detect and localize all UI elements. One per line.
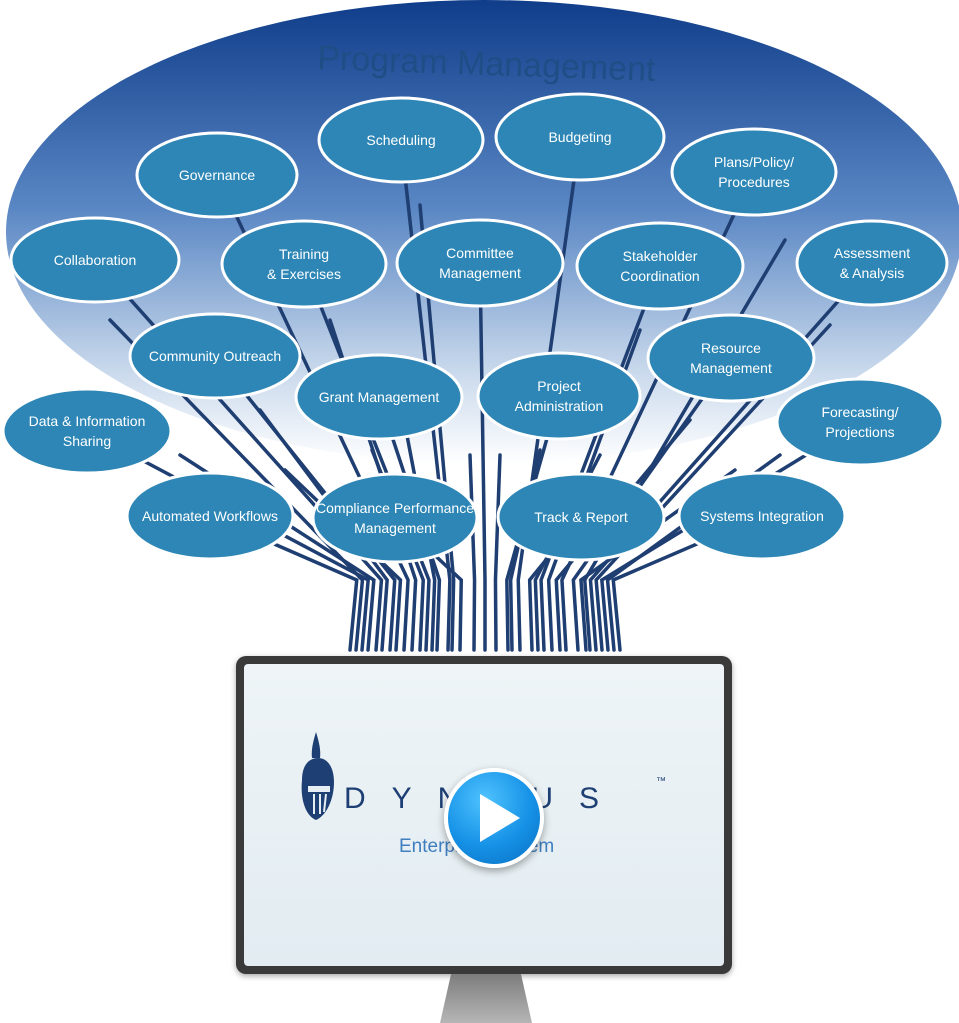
node-ellipse [9, 216, 181, 304]
node-label: Plans/Policy/ [714, 154, 794, 170]
node-label: Track & Report [534, 509, 628, 525]
connector-line [215, 173, 410, 652]
node-label: Management [690, 360, 772, 376]
node-label: Automated Workflows [142, 508, 278, 524]
node-label: Sharing [63, 433, 111, 449]
node-grant-management: Grant Management [294, 353, 464, 441]
monitor: DYNEUS ™ Enterprise System [236, 656, 732, 974]
node-label: Training [279, 246, 329, 262]
node-label: Scheduling [366, 132, 435, 148]
node-label: Projections [825, 424, 894, 440]
connector-line [213, 354, 397, 652]
connector-line [478, 261, 487, 652]
node-track-report: Track & Report [496, 472, 666, 562]
node-ellipse [311, 472, 479, 564]
node-ellipse [575, 221, 745, 311]
node-training-exercises: Training & Exercises [220, 219, 388, 309]
node-label: Project [537, 378, 581, 394]
play-icon [480, 794, 520, 842]
node-label: Governance [179, 167, 255, 183]
node-ellipse [670, 127, 838, 217]
node-label: Budgeting [548, 129, 611, 145]
node-label: Resource [701, 340, 761, 356]
node-label: Community Outreach [149, 348, 281, 364]
node-label: Grant Management [319, 389, 440, 405]
spartan-helmet-logo-icon [301, 732, 334, 820]
node-label: Assessment [834, 245, 910, 261]
node-ellipse [1, 387, 173, 475]
connector-line [418, 203, 456, 652]
node-label: Procedures [718, 174, 790, 190]
node-assessment-analysis: Assessment & Analysis [795, 219, 949, 307]
node-ellipse [646, 313, 816, 403]
node-collaboration: Collaboration [9, 216, 181, 304]
monitor-stand [440, 974, 532, 1023]
node-ellipse [294, 353, 464, 441]
node-label: Collaboration [54, 252, 137, 268]
node-systems-integration: Systems Integration [677, 471, 847, 561]
node-ellipse [476, 351, 642, 441]
node-ellipse [395, 218, 565, 308]
node-ellipse [795, 219, 949, 307]
node-label: & Exercises [267, 266, 341, 282]
node-label: Committee [446, 245, 514, 261]
monitor-screen: DYNEUS ™ Enterprise System [244, 664, 724, 966]
node-scheduling: Scheduling [317, 96, 485, 184]
node-label: Coordination [620, 268, 699, 284]
node-label: Management [354, 520, 436, 536]
play-button[interactable] [444, 768, 544, 868]
node-ellipse [496, 472, 666, 562]
connector-line [560, 170, 756, 652]
node-label: Systems Integration [700, 508, 824, 524]
node-label: & Analysis [840, 265, 905, 281]
node-label: Forecasting/ [821, 404, 898, 420]
connector-line [108, 318, 365, 652]
connector-line [571, 356, 733, 652]
connector-line [516, 135, 582, 652]
node-ellipse [135, 131, 299, 219]
node-label: Administration [515, 398, 604, 414]
connector-line [468, 453, 477, 652]
node-forecasting-projections: Forecasting/Projections [775, 377, 945, 467]
node-ellipse [220, 219, 388, 309]
connector-line [377, 395, 442, 652]
node-ellipse [775, 377, 945, 467]
node-ellipse [128, 312, 302, 400]
node-label: Data & Information [29, 413, 146, 429]
node-ellipse [317, 96, 485, 184]
connector-line [554, 418, 692, 652]
brand-trademark: ™ [656, 776, 666, 787]
node-community-outreach: Community Outreach [128, 312, 302, 400]
connector-line [505, 394, 561, 652]
node-label: Management [439, 265, 521, 281]
node-label: Compliance Performance [316, 500, 474, 516]
node-budgeting: Budgeting [494, 92, 666, 182]
connector-line [594, 323, 832, 652]
node-automated-workflows: Automated Workflows [125, 471, 295, 561]
node-plans-policy-procedures: Plans/Policy/Procedures [670, 127, 838, 217]
node-governance: Governance [135, 131, 299, 219]
node-ellipse [494, 92, 666, 182]
node-ellipse [677, 471, 847, 561]
node-label: Stakeholder [623, 248, 698, 264]
node-ellipse [125, 471, 295, 561]
connector-line [493, 453, 502, 652]
